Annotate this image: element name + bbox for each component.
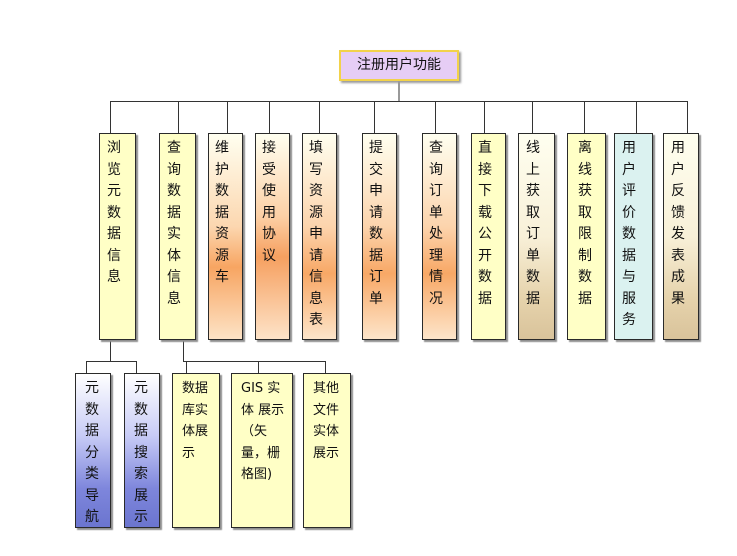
branch-label: 提交申请数据订单 <box>369 140 383 307</box>
branch-query-order: 查询订单处理情况 <box>422 133 457 340</box>
sub-label: 元数据搜索展示 <box>134 380 148 525</box>
sub-other-file-entity: 其他文件实体展示 <box>303 373 351 528</box>
sub-metadata-nav: 元数据分类导航 <box>75 373 111 528</box>
branch-label: 浏览元数据信息 <box>107 140 121 285</box>
branch-label: 接受使用协议 <box>262 140 276 264</box>
branch-label: 线上获取订单数据 <box>526 140 540 307</box>
sub-database-entity: 数据库实体展示 <box>172 373 220 528</box>
branch-query-entity: 查询数据实体信息 <box>159 133 196 340</box>
sub-metadata-search: 元数据搜索展示 <box>124 373 160 528</box>
root-node: 注册用户功能 <box>339 50 459 81</box>
branch-submit-order: 提交申请数据订单 <box>362 133 397 340</box>
branch-label: 用户反馈发表成果 <box>671 140 685 307</box>
root-label: 注册用户功能 <box>357 57 441 73</box>
branch-browse-metadata: 浏览元数据信息 <box>99 133 136 340</box>
branch-user-feedback: 用户反馈发表成果 <box>663 133 699 340</box>
branch-label: 查询订单处理情况 <box>429 140 443 307</box>
branch-online-order: 线上获取订单数据 <box>518 133 555 340</box>
branch-fill-request: 填写资源申请信息表 <box>302 133 337 340</box>
branch-maintain-resource: 维护数据资源车 <box>208 133 243 340</box>
sub-label: GIS 实体 展示（矢量，栅格图) <box>241 381 285 482</box>
sub-gis-entity: GIS 实体 展示（矢量，栅格图) <box>231 373 293 528</box>
branch-direct-download: 直接下载公开数据 <box>471 133 506 340</box>
branch-label: 填写资源申请信息表 <box>309 140 323 328</box>
branch-offline-restricted: 离线获取限制数据 <box>567 133 606 340</box>
branch-user-review: 用户评价数据与服务 <box>614 133 653 340</box>
branch-label: 用户评价数据与服务 <box>622 140 636 328</box>
branch-accept-agreement: 接受使用协议 <box>255 133 290 340</box>
branch-label: 维护数据资源车 <box>215 140 229 285</box>
branch-label: 查询数据实体信息 <box>167 140 181 307</box>
sub-label: 其他文件实体展示 <box>313 381 340 461</box>
sub-label: 数据库实体展示 <box>182 381 209 461</box>
sub-label: 元数据分类导航 <box>85 380 99 525</box>
branch-label: 直接下载公开数据 <box>478 140 492 307</box>
branch-label: 离线获取限制数据 <box>578 140 592 307</box>
